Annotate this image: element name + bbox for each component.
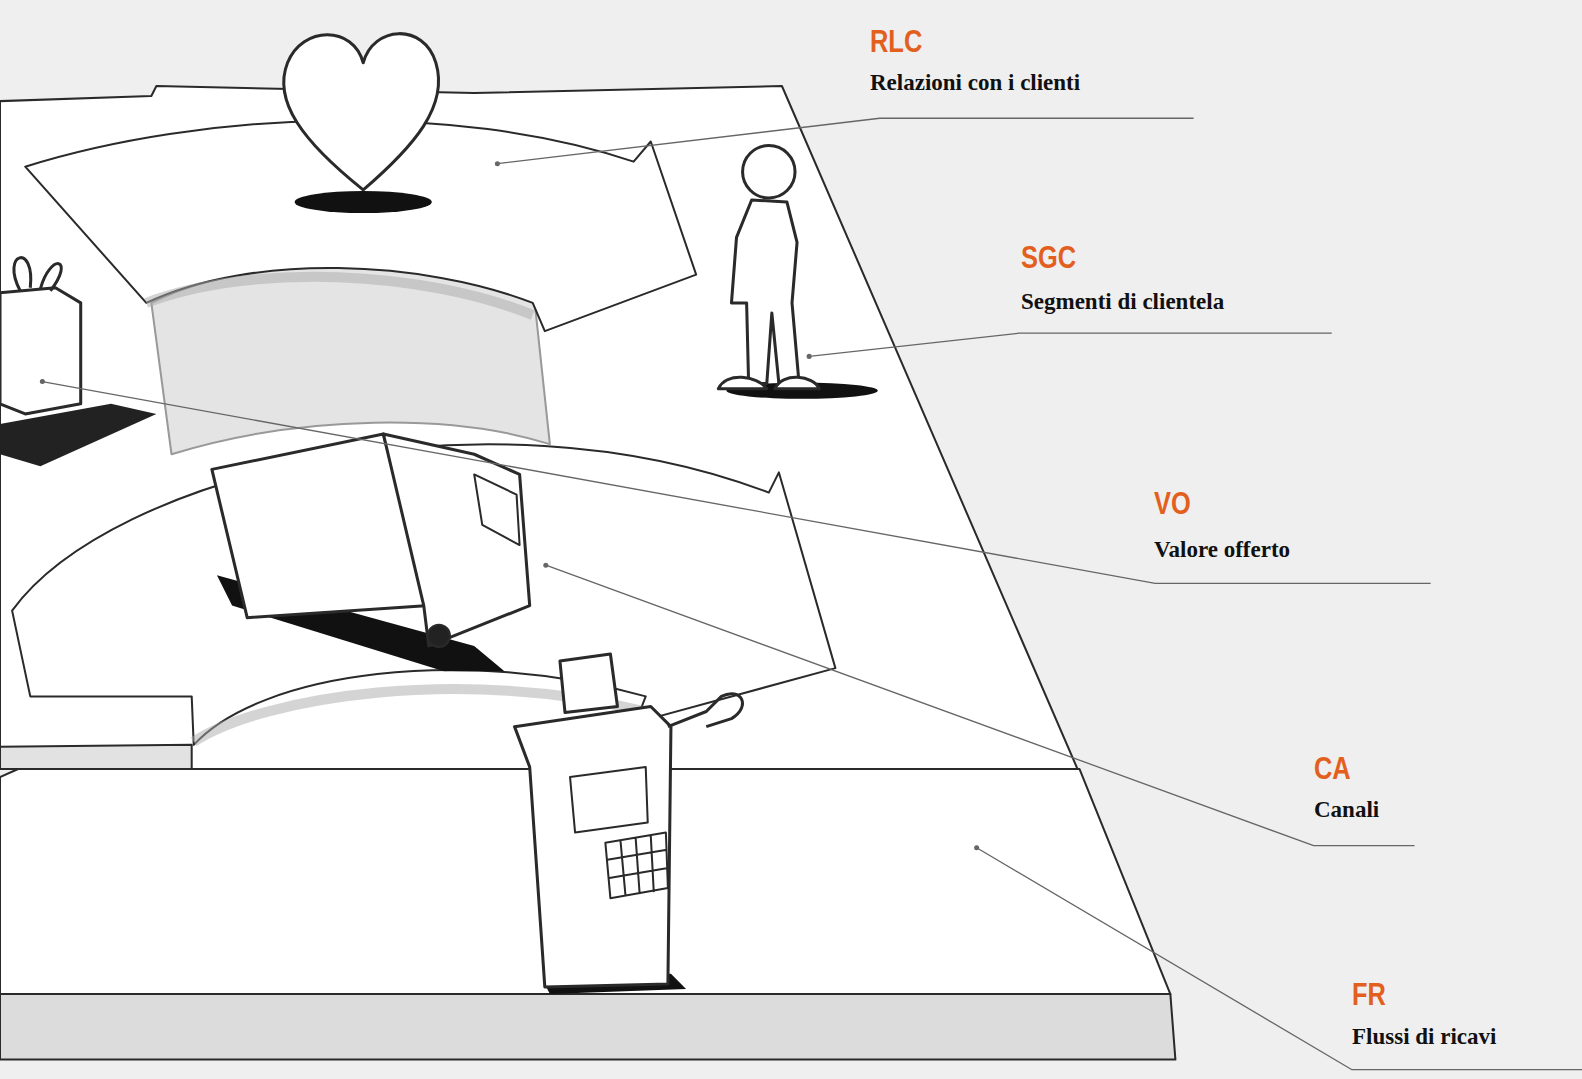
callout-abbreviation: SGC bbox=[1021, 242, 1076, 273]
register-keypad bbox=[605, 833, 668, 899]
leader-dot bbox=[495, 161, 500, 166]
callout-label: Valore offerto bbox=[1154, 538, 1290, 561]
gift-box bbox=[0, 288, 81, 414]
register-screen bbox=[570, 767, 648, 833]
board-side bbox=[0, 745, 192, 769]
person-body bbox=[731, 200, 799, 384]
leader-dot bbox=[974, 845, 979, 850]
heart-shadow bbox=[295, 191, 432, 213]
truck-wheel bbox=[428, 625, 450, 647]
callout-abbreviation: FR bbox=[1352, 979, 1386, 1010]
leader-dot bbox=[807, 354, 812, 359]
leader-line bbox=[546, 565, 1415, 845]
leader-line bbox=[42, 382, 1430, 584]
person-feet bbox=[718, 377, 819, 388]
register-body bbox=[515, 706, 671, 986]
callout-abbreviation: VO bbox=[1154, 488, 1191, 519]
callout-label: Relazioni con i clienti bbox=[870, 71, 1080, 94]
center-well bbox=[151, 265, 550, 454]
callout-label: Canali bbox=[1314, 798, 1379, 821]
leader-dot bbox=[543, 563, 548, 568]
callout-abbreviation: RLC bbox=[870, 26, 922, 57]
register-display bbox=[560, 654, 618, 713]
gift-bow bbox=[14, 258, 61, 291]
band-edge bbox=[146, 277, 532, 315]
leader-dot bbox=[40, 379, 45, 384]
leader-line bbox=[977, 848, 1582, 1070]
register-handle bbox=[668, 694, 743, 727]
truck-window bbox=[474, 474, 519, 545]
leader-line bbox=[809, 333, 1332, 356]
callout-label: Flussi di ricavi bbox=[1352, 1025, 1496, 1048]
board-surface bbox=[0, 86, 1078, 769]
callout-label: Segmenti di clientela bbox=[1021, 290, 1224, 313]
leader-line bbox=[497, 118, 1193, 163]
gift-shadow bbox=[0, 404, 156, 467]
callout-abbreviation: CA bbox=[1314, 753, 1351, 784]
heart-icon bbox=[284, 34, 439, 190]
person-head bbox=[743, 146, 795, 198]
slab-front bbox=[0, 994, 1175, 1060]
